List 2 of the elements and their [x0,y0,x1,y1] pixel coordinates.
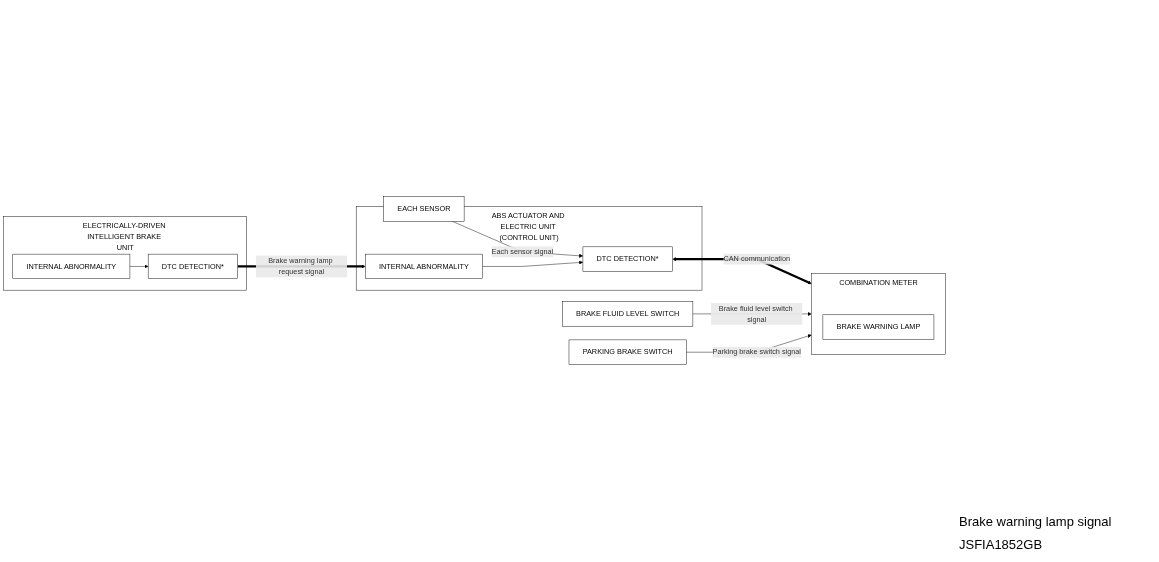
note-label: JSFIA1852GB [959,537,1044,552]
note-label: Brake warning lamp signal [959,514,1113,529]
